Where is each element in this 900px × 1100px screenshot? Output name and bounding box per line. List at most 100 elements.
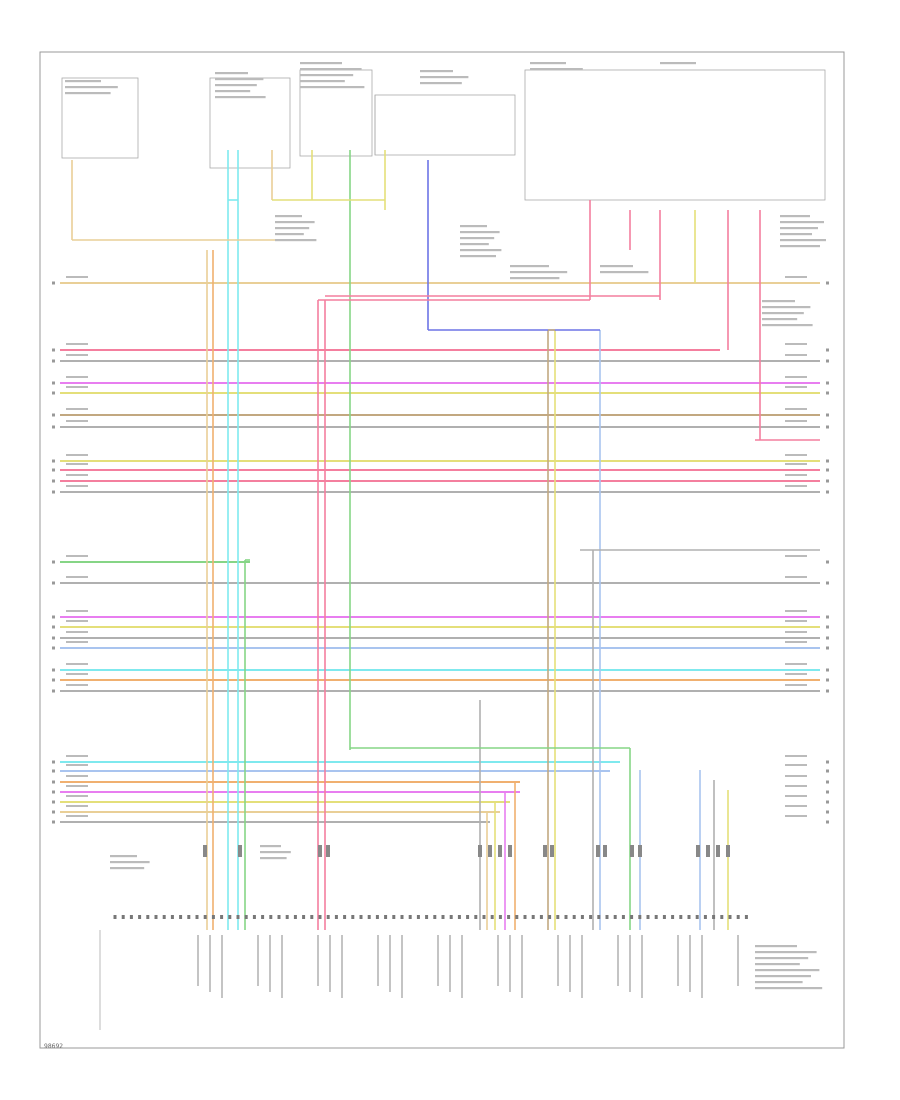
connector-pin <box>671 915 675 919</box>
right-pin-marker <box>826 689 829 693</box>
wire-color-code <box>66 663 88 665</box>
component-box <box>374 94 516 156</box>
component-label <box>460 231 500 234</box>
component-label <box>780 221 824 224</box>
connector-pin <box>236 915 240 919</box>
pin-function-label <box>701 935 703 998</box>
connector-pin <box>433 915 437 919</box>
component-label <box>275 233 304 236</box>
component-label <box>420 76 469 79</box>
connector-pin <box>121 915 125 919</box>
right-pin-marker <box>826 413 829 417</box>
component-label <box>660 62 696 65</box>
connector-pin <box>400 915 404 919</box>
left-pin-marker <box>52 760 55 764</box>
component-label <box>300 62 342 65</box>
inline-connector <box>478 845 482 857</box>
connector-pin <box>482 915 486 919</box>
component-label <box>110 867 145 870</box>
pin-function-label <box>497 935 499 986</box>
wire-color-code <box>785 420 807 422</box>
pin-function-label <box>449 935 451 992</box>
component-label <box>510 271 568 274</box>
wire-color-code <box>785 376 807 378</box>
left-pin-marker <box>52 615 55 619</box>
wire-harness <box>60 150 820 930</box>
component-label <box>755 957 809 960</box>
pin-function-label <box>581 935 583 998</box>
connector-pin <box>384 915 388 919</box>
left-pin-marker <box>52 490 55 494</box>
wire-color-code <box>66 343 88 345</box>
connector-pin <box>539 915 543 919</box>
component-label <box>275 227 310 230</box>
component-label <box>762 318 798 321</box>
wire-color-code <box>785 785 807 787</box>
inline-connector <box>696 845 700 857</box>
wire-color-code <box>66 631 88 633</box>
connector-pin <box>466 915 470 919</box>
component-label <box>275 215 302 218</box>
component-label <box>755 969 820 972</box>
wire-color-code <box>66 620 88 622</box>
inline-connector <box>326 845 330 857</box>
component-labels <box>65 62 826 998</box>
pin-function-label <box>269 935 271 992</box>
component-label <box>510 265 549 268</box>
pin-function-label <box>377 935 379 986</box>
connector-pin <box>277 915 281 919</box>
connector-pin <box>228 915 232 919</box>
left-pin-marker <box>52 391 55 395</box>
component-label <box>215 90 251 93</box>
connector-pin <box>490 915 494 919</box>
right-pin-marker <box>826 381 829 385</box>
right-pin-marker <box>826 678 829 682</box>
diagram-frame <box>39 51 845 1049</box>
left-pin-marker <box>52 800 55 804</box>
connector-pin <box>457 915 461 919</box>
wire-color-code <box>66 485 88 487</box>
left-pin-marker <box>52 413 55 417</box>
component-label <box>755 975 811 978</box>
connector-pin <box>564 915 568 919</box>
left-pin-marker <box>52 381 55 385</box>
component-label <box>65 80 101 83</box>
right-pin-marker <box>826 668 829 672</box>
wire-color-code <box>66 755 88 757</box>
right-pin-marker <box>826 425 829 429</box>
wire-color-code <box>66 795 88 797</box>
wire-color-code <box>785 454 807 456</box>
connector-pin <box>195 915 199 919</box>
connector-pin <box>720 915 724 919</box>
right-pin-marker <box>826 348 829 352</box>
component-label <box>215 72 248 75</box>
connector-pin <box>252 915 256 919</box>
inline-connector <box>716 845 720 857</box>
right-pin-marker <box>826 391 829 395</box>
connector-pin <box>646 915 650 919</box>
wire-color-code <box>785 631 807 633</box>
left-pin-marker <box>52 689 55 693</box>
connector-pin <box>679 915 683 919</box>
wire-color-code <box>785 408 807 410</box>
inline-connector <box>508 845 512 857</box>
connector-pin <box>211 915 215 919</box>
connector-pin <box>293 915 297 919</box>
pin-function-label <box>209 935 211 992</box>
wire-color-code <box>785 764 807 766</box>
left-pin-marker <box>52 281 55 285</box>
connector-pin <box>736 915 740 919</box>
component-label <box>420 70 453 73</box>
inline-connector <box>488 845 492 857</box>
connector-pin <box>441 915 445 919</box>
right-pin-marker <box>826 581 829 585</box>
pin-function-label <box>689 935 691 992</box>
wire-color-code <box>66 376 88 378</box>
connector-pin <box>285 915 289 919</box>
component-boxes <box>61 69 826 1030</box>
connector-pin <box>572 915 576 919</box>
wire-color-code <box>66 641 88 643</box>
wire-color-code <box>66 785 88 787</box>
wire-color-code <box>785 610 807 612</box>
right-pin-marker <box>826 490 829 494</box>
